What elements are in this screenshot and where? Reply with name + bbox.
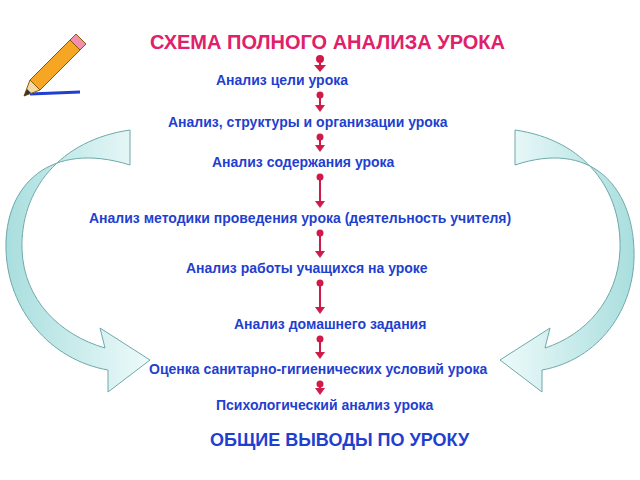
step-text: Анализ домашнего задания <box>232 316 428 333</box>
step-text: Анализ работы учащихся на уроке <box>184 260 430 277</box>
conclusion-label: ОБЩИЕ ВЫВОДЫ ПО УРОКУ <box>210 429 469 451</box>
step-text: Психологический анализ урока <box>214 397 435 414</box>
flow-arrow <box>315 174 325 209</box>
curved-arrow <box>6 130 150 392</box>
flow-arrow <box>315 134 325 153</box>
diagram-title: СХЕМА ПОЛНОГО АНАЛИЗА УРОКА <box>150 30 505 54</box>
step-text: Анализ методики проведения урока (деятел… <box>87 210 513 227</box>
flow-arrow <box>315 381 325 396</box>
step-label: Анализ цели урока <box>214 72 350 89</box>
step-label: Анализ методики проведения урока (деятел… <box>87 210 513 227</box>
step-text: Анализ содержания урока <box>210 154 396 171</box>
step-text: Анализ цели урока <box>214 72 350 89</box>
step-label: Анализ, структуры и организации урока <box>166 114 450 131</box>
curved-arrow <box>500 130 634 392</box>
step-label: Оценка санитарно-гигиенических условий у… <box>147 361 489 378</box>
small-arrow <box>314 55 326 72</box>
step-label: Анализ содержания урока <box>210 154 396 171</box>
flow-arrow <box>315 230 325 259</box>
flow-arrow <box>315 92 325 113</box>
step-text: Анализ, структуры и организации урока <box>166 114 450 131</box>
flow-arrow <box>315 280 325 315</box>
step-label: Анализ работы учащихся на уроке <box>184 260 430 277</box>
step-label: Психологический анализ урока <box>214 397 435 414</box>
step-text: Оценка санитарно-гигиенических условий у… <box>147 361 489 378</box>
pencil-icon <box>24 34 86 96</box>
flow-arrow <box>315 336 325 360</box>
step-label: Анализ домашнего задания <box>232 316 428 333</box>
